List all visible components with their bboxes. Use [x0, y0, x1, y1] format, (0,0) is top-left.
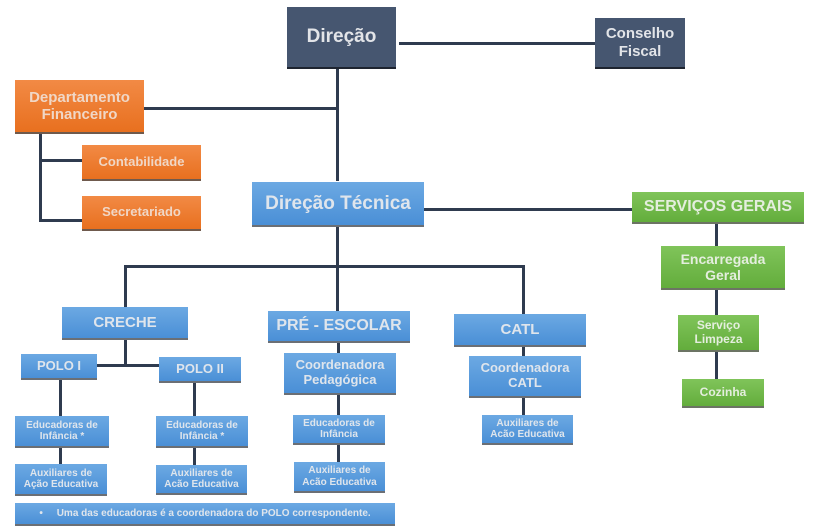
- connector-polos: [96, 364, 160, 367]
- node-conselho-fiscal: Conselho Fiscal: [595, 18, 685, 69]
- node-pre-escolar: PRÉ - ESCOLAR: [268, 311, 410, 343]
- connector-financeiro-trunk: [39, 134, 42, 222]
- node-servico-limpeza: Serviço Limpeza: [678, 315, 759, 352]
- connector-financeiro: [144, 107, 337, 110]
- node-contabilidade: Contabilidade: [82, 145, 201, 181]
- node-polo2-auxiliares: Auxiliares de Acão Educativa: [156, 465, 247, 495]
- node-coordenadora-catl: Coordenadora CATL: [469, 356, 581, 398]
- node-catl: CATL: [454, 314, 586, 347]
- node-encarregada-geral: Encarregada Geral: [661, 246, 785, 290]
- connector-pre-down: [337, 341, 340, 464]
- node-polo1-auxiliares: Auxiliares de Ação Educativa: [15, 464, 107, 496]
- connector-contabilidade: [39, 159, 83, 162]
- connector-branch-creche: [124, 265, 127, 308]
- connector-direcao-trunk: [336, 69, 339, 181]
- node-servicos-gerais: SERVIÇOS GERAIS: [632, 192, 804, 224]
- connector-branch-horizontal: [124, 265, 525, 268]
- node-polo2-educadoras: Educadoras de Infância *: [156, 416, 248, 448]
- node-direcao: Direção: [287, 7, 396, 69]
- connector-direcao-conselho: [399, 42, 596, 45]
- node-pre-educadoras: Educadoras de Infância: [293, 415, 385, 445]
- connector-branch-catl: [522, 265, 525, 315]
- connector-secretariado: [39, 219, 83, 222]
- node-creche: CRECHE: [62, 307, 188, 340]
- footnote: • Uma das educadoras é a coordenadora do…: [15, 503, 395, 526]
- node-polo1-educadoras: Educadoras de Infância *: [15, 416, 109, 448]
- node-polo-1: POLO I: [21, 354, 97, 380]
- node-secretariado: Secretariado: [82, 196, 201, 231]
- connector-creche-trunk: [124, 338, 127, 366]
- connector-servicos-gerais: [424, 208, 632, 211]
- node-coordenadora-pedagogica: Coordenadora Pedagógica: [284, 353, 396, 395]
- node-cozinha: Cozinha: [682, 379, 764, 408]
- node-direcao-tecnica: Direção Técnica: [252, 182, 424, 227]
- node-catl-auxiliares: Auxiliares de Acão Educativa: [482, 415, 573, 445]
- node-polo-2: POLO II: [159, 357, 241, 383]
- connector-tecnica-trunk: [336, 226, 339, 312]
- node-pre-auxiliares: Auxiliares de Acão Educativa: [294, 462, 385, 493]
- node-departamento-financeiro: Departamento Financeiro: [15, 80, 144, 134]
- connector-servicos-down: [715, 222, 718, 398]
